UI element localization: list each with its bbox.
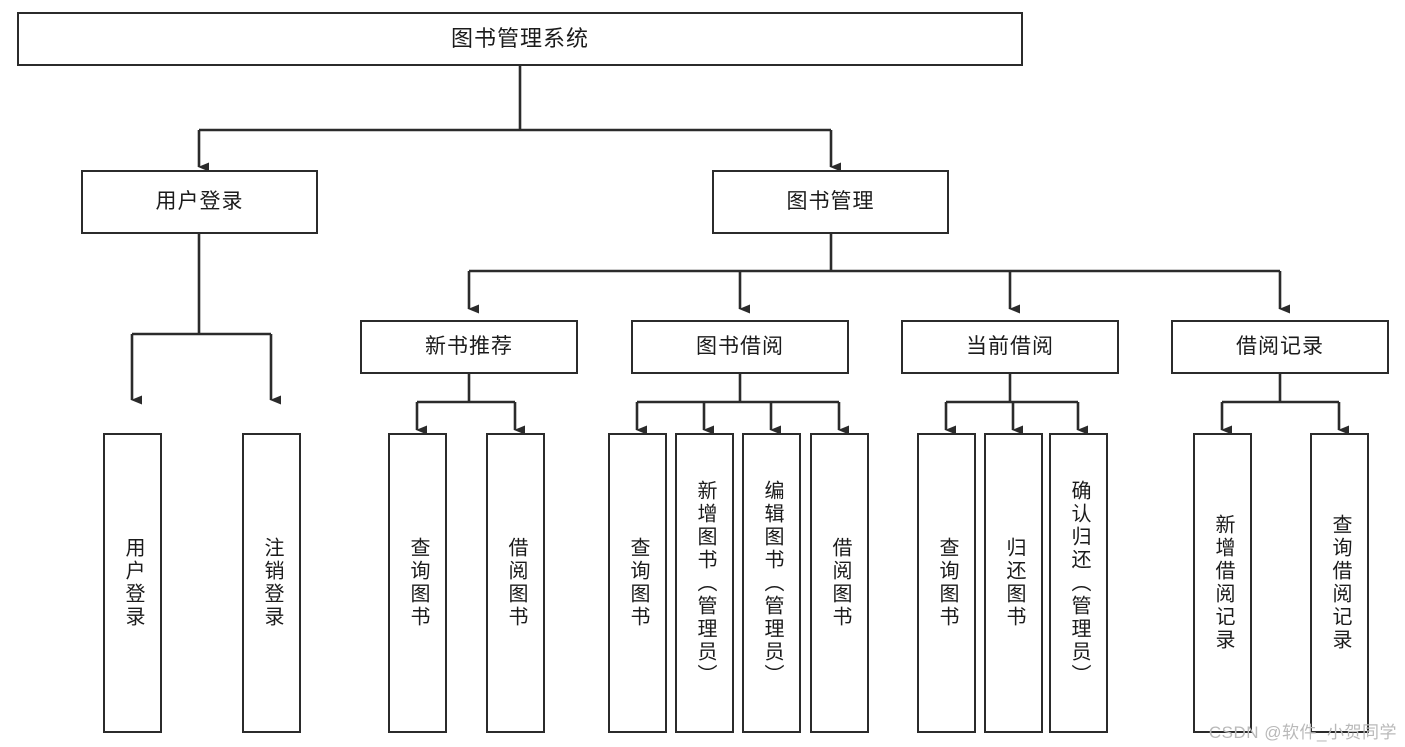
node-label: 图书管理系统 [450, 25, 589, 51]
csdn-watermark: CSDN @软件_小贺同学 [1208, 723, 1397, 742]
node-label: 借阅图书 [829, 537, 851, 629]
node-book-borrow[interactable]: 图书借阅 [631, 320, 849, 374]
node-current-borrow[interactable]: 当前借阅 [901, 320, 1119, 374]
node-label: 归还图书 [1003, 537, 1025, 629]
node-label: 图书借阅 [696, 335, 784, 359]
node-label: 用户登录 [155, 190, 244, 214]
node-label: 查询图书 [627, 537, 649, 629]
node-label: 当前借阅 [966, 335, 1054, 359]
node-borrow-record[interactable]: 借阅记录 [1171, 320, 1389, 374]
node-label: 借阅图书 [505, 537, 527, 629]
node-root-book-management-system[interactable]: 图书管理系统 [17, 12, 1023, 66]
node-label: 查询图书 [407, 537, 429, 629]
node-label: 查询借阅记录 [1329, 514, 1351, 652]
node-leaf-query-book-2[interactable]: 查询图书 [608, 433, 667, 733]
node-leaf-add-book-admin[interactable]: 新增图书（管理员） [675, 433, 734, 733]
node-label: 借阅记录 [1236, 335, 1324, 359]
node-label: 新增图书（管理员） [694, 479, 716, 687]
node-leaf-logout-login[interactable]: 注销登录 [242, 433, 301, 733]
node-new-book-recommend[interactable]: 新书推荐 [360, 320, 578, 374]
node-leaf-borrow-book-1[interactable]: 借阅图书 [486, 433, 545, 733]
node-label: 注销登录 [261, 537, 283, 629]
node-leaf-query-borrow-record[interactable]: 查询借阅记录 [1310, 433, 1369, 733]
node-label: 查询图书 [936, 537, 958, 629]
node-label: 图书管理 [786, 190, 875, 214]
node-leaf-query-book-3[interactable]: 查询图书 [917, 433, 976, 733]
node-label: 确认归还（管理员） [1068, 479, 1090, 687]
node-leaf-return-book[interactable]: 归还图书 [984, 433, 1043, 733]
node-label: 新书推荐 [425, 335, 513, 359]
node-leaf-borrow-book-2[interactable]: 借阅图书 [810, 433, 869, 733]
node-book-management[interactable]: 图书管理 [712, 170, 949, 234]
node-leaf-edit-book-admin[interactable]: 编辑图书（管理员） [742, 433, 801, 733]
node-leaf-confirm-return-admin[interactable]: 确认归还（管理员） [1049, 433, 1108, 733]
node-leaf-query-book-1[interactable]: 查询图书 [388, 433, 447, 733]
node-leaf-user-login[interactable]: 用户登录 [103, 433, 162, 733]
node-label: 编辑图书（管理员） [761, 479, 783, 687]
node-leaf-add-borrow-record[interactable]: 新增借阅记录 [1193, 433, 1252, 733]
node-user-login[interactable]: 用户登录 [81, 170, 318, 234]
node-label: 用户登录 [122, 537, 144, 629]
node-label: 新增借阅记录 [1212, 514, 1234, 652]
